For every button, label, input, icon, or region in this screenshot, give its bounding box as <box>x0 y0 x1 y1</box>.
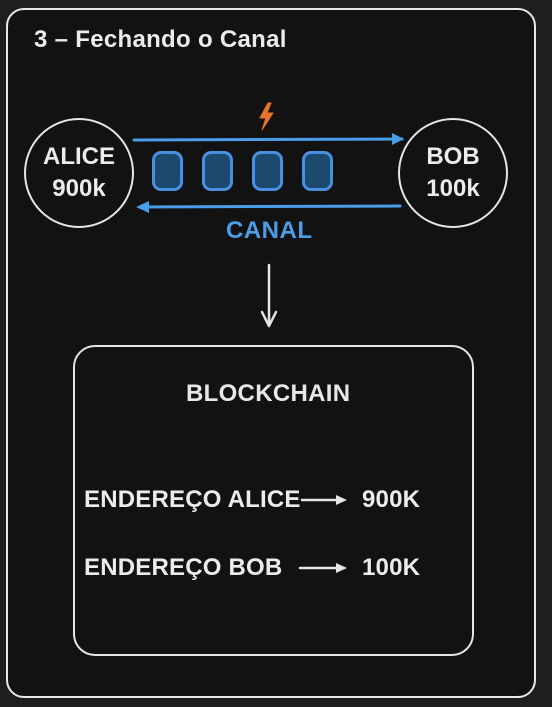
diagram-title: 3 – Fechando o Canal <box>34 26 287 53</box>
canal-label: CANAL <box>226 217 313 244</box>
bob-name: BOB <box>426 143 480 170</box>
bob-node: BOB 100k <box>398 118 508 228</box>
alice-address-label: ENDEREÇO ALICE <box>84 486 301 513</box>
blockchain-title: BLOCKCHAIN <box>186 380 351 407</box>
channel-coin <box>252 151 283 191</box>
alice-name: ALICE <box>43 143 115 170</box>
alice-balance: 900k <box>52 175 106 202</box>
channel-coin <box>202 151 233 191</box>
bob-address-label: ENDEREÇO BOB <box>84 554 283 581</box>
bob-address-value: 100K <box>362 554 421 581</box>
channel-coin <box>152 151 183 191</box>
bob-balance: 100k <box>426 175 480 202</box>
alice-address-value: 900K <box>362 486 421 513</box>
channel-coin <box>302 151 333 191</box>
blockchain-box <box>73 345 474 656</box>
alice-node: ALICE 900k <box>24 118 134 228</box>
